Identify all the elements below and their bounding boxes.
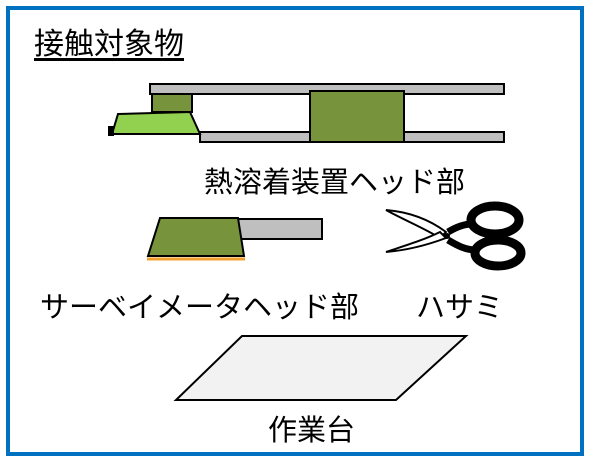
illustrations xyxy=(108,83,526,401)
workbench-label: 作業台 xyxy=(268,413,356,447)
heat-sealer-head-label: 熱溶着装置ヘッド部 xyxy=(204,165,466,199)
workbench-icon xyxy=(173,335,469,401)
survey-meter-head-label: サーベイメータヘッド部 xyxy=(40,290,360,324)
scissors-icon xyxy=(385,201,526,271)
survey-meter-icon xyxy=(146,217,323,261)
page-title: 接触対象物 xyxy=(34,27,184,62)
heat-sealer-icon xyxy=(108,83,505,143)
scissors-label: ハサミ xyxy=(416,290,504,324)
